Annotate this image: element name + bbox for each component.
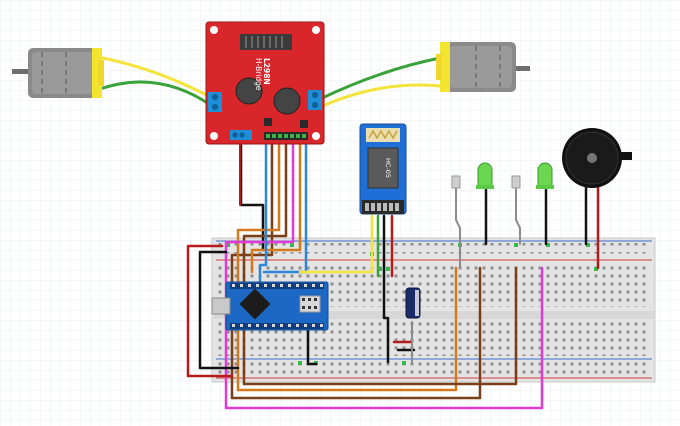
wire-yellow — [298, 214, 374, 274]
green-led-left — [476, 162, 494, 189]
usb-connector — [211, 297, 231, 315]
rail-holes — [218, 252, 648, 258]
led-leg — [455, 185, 461, 269]
module-chip — [367, 147, 399, 189]
board-name-label: H-Bridge — [254, 58, 263, 91]
wire-orange — [250, 136, 302, 274]
rail-holes — [218, 369, 648, 375]
dc-motor-right — [436, 42, 530, 92]
mcu-chip — [239, 288, 271, 320]
wire-brown — [242, 266, 518, 386]
wire-red — [186, 244, 234, 378]
wire-magenta — [224, 266, 544, 410]
arduino-nano-board — [211, 281, 329, 331]
module-label: HC-05 — [384, 158, 392, 178]
l298n-h-bridge-board: L298N H-Bridge — [205, 21, 325, 145]
wire-brown — [230, 266, 482, 400]
chip-label: L298N — [262, 58, 271, 85]
wire-green — [316, 56, 442, 102]
wire-black — [198, 250, 240, 370]
wire-blue — [258, 136, 268, 287]
wire-yellow — [101, 56, 214, 100]
wire-black — [306, 328, 318, 366]
led-leg — [515, 185, 521, 245]
piezo-buzzer — [562, 128, 632, 188]
wire-yellow — [316, 83, 442, 110]
heatsink — [240, 34, 292, 50]
center-channel — [214, 311, 654, 319]
wire-green — [101, 80, 214, 108]
dc-motor-left — [12, 48, 104, 98]
wire-black — [382, 214, 390, 364]
screw-terminal-left — [208, 92, 222, 112]
resistor-right — [511, 175, 521, 189]
resistor-left — [451, 175, 461, 189]
wire-orange — [236, 266, 458, 392]
hc05-bluetooth-module: HC-05 — [359, 123, 407, 215]
rail-holes — [218, 243, 648, 249]
screw-terminal-right — [308, 90, 322, 110]
electrolytic-capacitor — [405, 287, 421, 319]
green-led-right — [536, 162, 554, 189]
rail-holes — [218, 361, 648, 367]
